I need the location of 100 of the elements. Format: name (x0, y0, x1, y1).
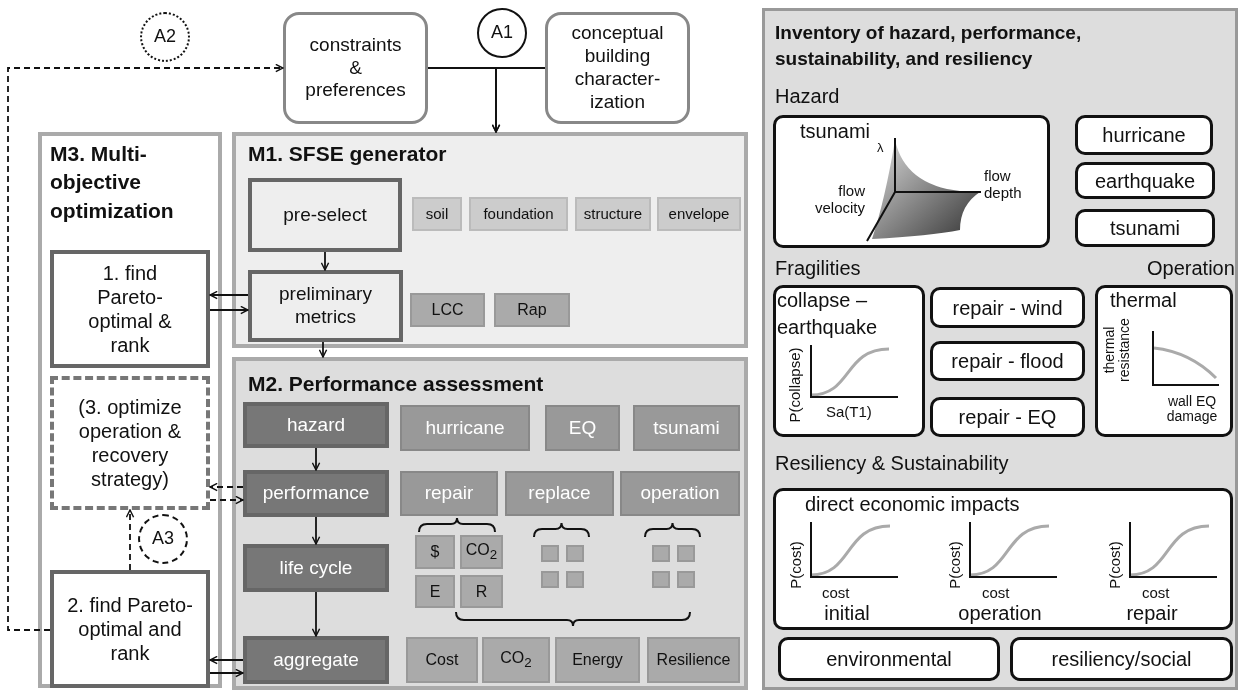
card-title: thermal (1110, 288, 1177, 313)
category-tag (400, 405, 530, 451)
tag-label: E (429, 581, 441, 602)
inventory-card (1095, 285, 1233, 437)
axis-label: thermal resistance (1101, 317, 1133, 384)
card-title: collapse – earthquake (777, 288, 879, 340)
step-text: pre-select (283, 203, 367, 227)
input-label: conceptual building character- ization (570, 22, 665, 114)
step-text: 1. find Pareto- optimal & rank (87, 261, 173, 357)
inventory-card (1010, 637, 1233, 681)
category-tag (633, 405, 740, 451)
tag-label: R (475, 581, 488, 602)
section-heading: Resiliency & Sustainability (775, 452, 1009, 474)
inventory-card (778, 637, 1000, 681)
process-box (243, 544, 389, 592)
step-text: 2. find Pareto- optimal and rank (66, 593, 194, 665)
process-box (243, 402, 389, 448)
tag-label: soil (425, 205, 449, 223)
process-box (248, 178, 402, 252)
metric-tag (415, 535, 455, 569)
category-tag (575, 197, 651, 231)
card-label: repair - wind (952, 295, 1063, 320)
module-panel (232, 132, 748, 348)
card-label: repair - EQ (958, 405, 1057, 429)
tag-label: Rap (517, 300, 547, 320)
panel-title: M1. SFSE generator (248, 141, 447, 167)
tag-label: CO$_{2}$ (500, 648, 532, 672)
arrow (209, 482, 244, 492)
tag-label: hurricane (425, 416, 505, 440)
tag-label: Cost (425, 650, 459, 670)
plot-caption: repair (1125, 601, 1179, 626)
axis-label: flow depth (984, 168, 1023, 201)
arrow (311, 516, 321, 545)
metric-tag (410, 293, 485, 327)
plot-caption: initial (823, 601, 871, 626)
metric-tag (415, 575, 455, 608)
step-text: (3. optimize operation & recovery strategy) (77, 395, 183, 491)
axis-label: P(cost) (787, 541, 805, 589)
axis-label: Sa(T1) (826, 404, 872, 421)
axis-label: P(collapse) (786, 347, 804, 423)
section-heading: Fragilities (775, 257, 861, 279)
placeholder-square (566, 545, 584, 562)
axis-label: cost (982, 585, 1010, 602)
card-label: resiliency/social (1051, 647, 1192, 671)
category-tag (657, 197, 741, 231)
input-label: constraints & preferences (304, 33, 407, 103)
axis-label: cost (822, 585, 850, 602)
tag-label: LCC (431, 300, 464, 320)
arrow (209, 290, 249, 300)
inventory-panel (762, 8, 1238, 690)
tag-label: structure (583, 205, 643, 223)
category-tag (505, 471, 614, 516)
tag-label: Resilience (656, 650, 731, 670)
metric-tag (555, 637, 640, 683)
axis-label: P(cost) (946, 541, 964, 589)
annotation-label: A1 (491, 22, 513, 44)
annotation-label: A3 (152, 528, 174, 550)
panel-title: Inventory of hazard, performance, sustainability, and resiliency (775, 21, 1083, 71)
card-label: tsunami (1110, 216, 1180, 240)
metric-tag (460, 575, 503, 608)
section-heading: Hazard (775, 85, 840, 107)
card-title: direct economic impacts (805, 492, 1020, 517)
plot-caption: operation (957, 601, 1043, 626)
card-label: earthquake (1094, 168, 1196, 193)
process-box (50, 570, 210, 688)
tag-label: Energy (572, 650, 623, 670)
module-panel (38, 132, 222, 688)
panel-title: M3. Multi- objective optimization (50, 141, 175, 224)
card-title: tsunami (800, 119, 871, 144)
placeholder-square (541, 571, 559, 588)
arrow (311, 447, 321, 471)
inventory-card (773, 285, 925, 437)
category-tag (545, 405, 620, 451)
section-heading: Operation (1147, 257, 1235, 279)
inventory-card (930, 397, 1085, 437)
placeholder-square (566, 571, 584, 588)
arrow (209, 668, 244, 678)
card-label: repair - flood (951, 349, 1064, 373)
arrow (125, 509, 135, 571)
panel-title: M2. Performance assessment (248, 371, 544, 397)
optional-process-box (50, 376, 210, 510)
step-text: preliminary metrics (278, 283, 373, 329)
inventory-card (1075, 115, 1213, 155)
process-box (243, 636, 389, 684)
arrow (311, 591, 321, 637)
placeholder-square (541, 545, 559, 562)
tag-label: operation (640, 482, 720, 505)
placeholder-square (677, 545, 695, 562)
arrow (209, 495, 244, 505)
metric-tag (406, 637, 478, 683)
arrow (318, 341, 328, 358)
tag-label: $ (430, 542, 440, 562)
inventory-card (930, 341, 1085, 381)
tag-label: CO$_{2}$ (465, 540, 498, 564)
arrow (209, 655, 244, 665)
metric-tag (494, 293, 570, 327)
step-text: life cycle (279, 556, 353, 580)
tag-label: envelope (668, 205, 730, 223)
inventory-card (773, 488, 1233, 630)
axis-label: λ (877, 141, 884, 156)
